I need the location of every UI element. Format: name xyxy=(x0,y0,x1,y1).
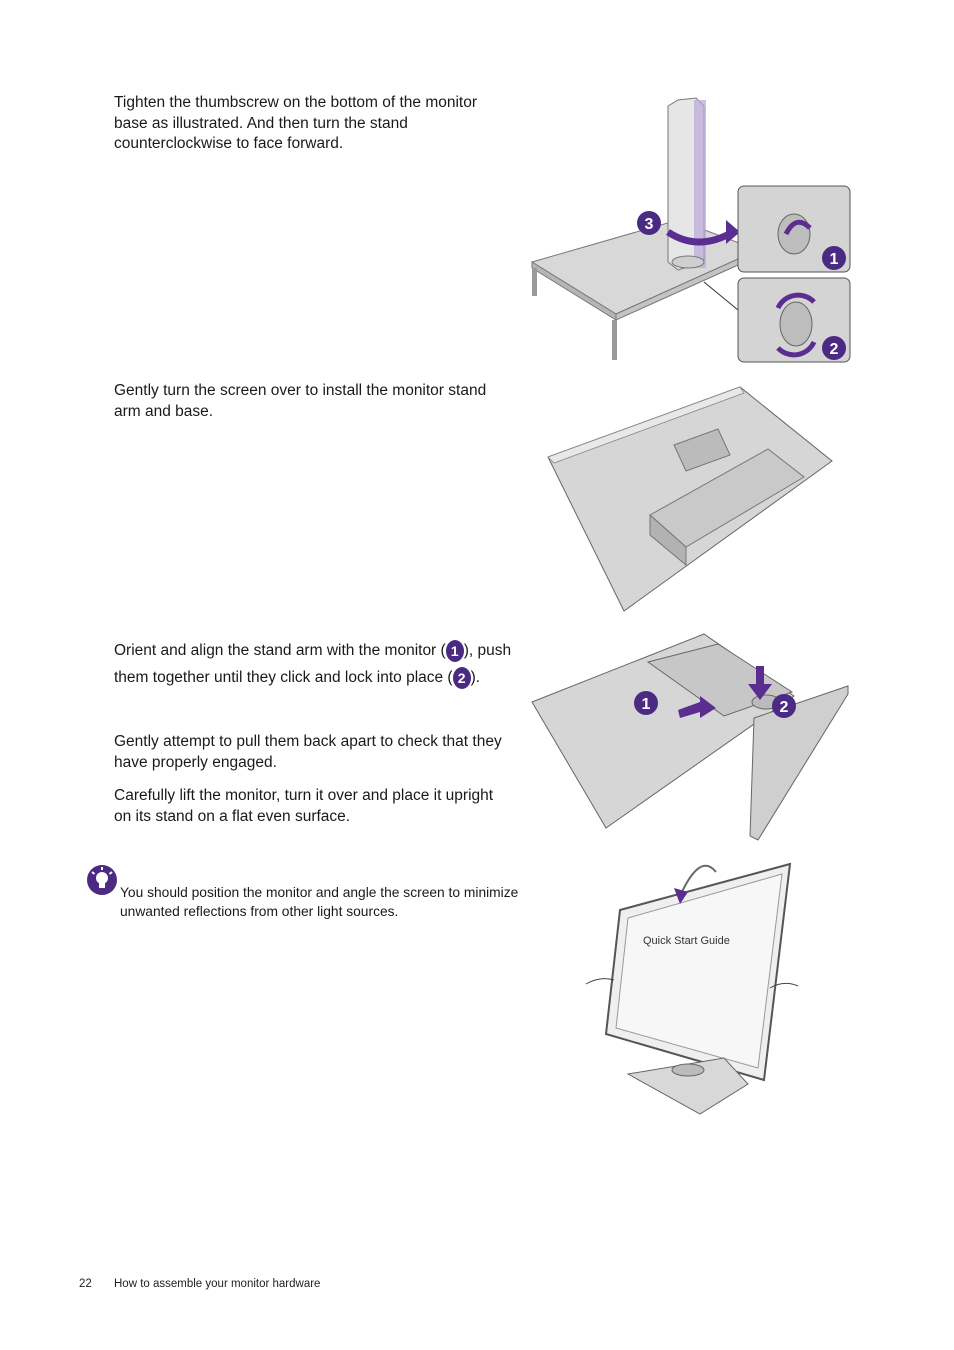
stand-base-illustration: 3 1 2 xyxy=(530,97,851,363)
attach-stand-illustration: 1 2 xyxy=(531,633,849,841)
badge-2: 2 xyxy=(452,666,471,689)
orient-text-part3: ). xyxy=(470,669,481,686)
page-number: 22 xyxy=(79,1278,92,1290)
step-lift-text: Carefully lift the monitor, turn it over… xyxy=(114,787,494,825)
attach-callout-1: 1 xyxy=(642,696,651,713)
lightbulb-icon xyxy=(87,865,117,895)
tip-text: You should position the monitor and angl… xyxy=(120,885,519,919)
callout-3: 3 xyxy=(645,216,654,233)
step-pull-apart-text: Gently attempt to pull them back apart t… xyxy=(114,733,502,771)
callout-1: 1 xyxy=(830,251,839,268)
monitor-upright-illustration: Quick Start Guide xyxy=(585,862,799,1115)
monitor-facedown-illustration xyxy=(547,386,833,612)
step-orient-text: Orient and align the stand arm with the … xyxy=(114,637,514,691)
orient-text-part1: Orient and align the stand arm with the … xyxy=(114,642,446,659)
step-turn-over-text: Gently turn the screen over to install t… xyxy=(114,382,487,420)
callout-2: 2 xyxy=(830,341,839,358)
badge-1: 1 xyxy=(445,639,464,662)
orient-text-part2: ), push them together until they click a… xyxy=(114,642,512,686)
footer-section-title: How to assemble your monitor hardware xyxy=(114,1278,321,1290)
step-tighten-text: Tighten the thumbscrew on the bottom of … xyxy=(114,94,478,152)
attach-callout-2: 2 xyxy=(780,699,789,716)
screen-label: Quick Start Guide xyxy=(643,935,730,947)
